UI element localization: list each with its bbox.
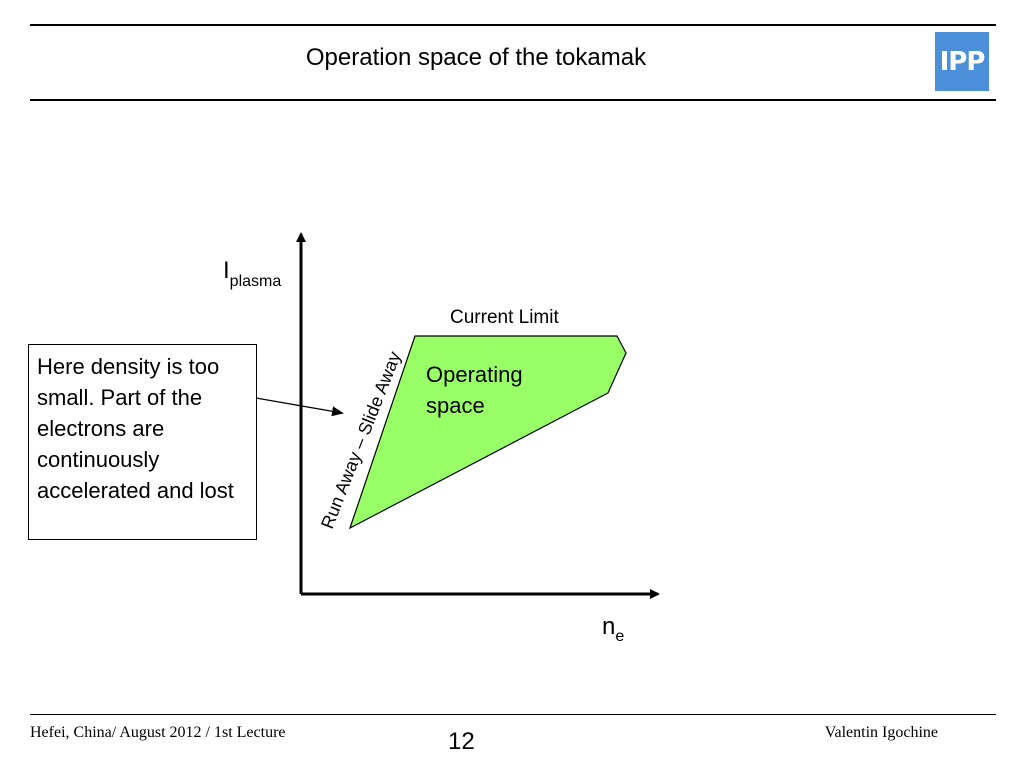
note-pointer-arrow — [255, 397, 344, 417]
footer-author: Valentin Igochine — [824, 724, 938, 741]
y-axis-label: Iplasma — [223, 257, 281, 290]
footer-rule — [30, 714, 996, 715]
page-number: 12 — [448, 728, 475, 755]
low-density-note: Here density is too small. Part of the e… — [28, 344, 257, 540]
ipp-logo: IPP — [935, 32, 989, 91]
header-bottom-rule — [30, 99, 996, 101]
slide-title: Operation space of the tokamak — [305, 44, 647, 71]
footer-event: Hefei, China/ August 2012 / 1st Lecture — [30, 724, 286, 741]
x-axis-label: ne — [602, 613, 624, 645]
current-limit-label: Current Limit — [450, 307, 559, 328]
operating-space-region — [348, 335, 627, 530]
header-top-rule — [30, 24, 996, 26]
